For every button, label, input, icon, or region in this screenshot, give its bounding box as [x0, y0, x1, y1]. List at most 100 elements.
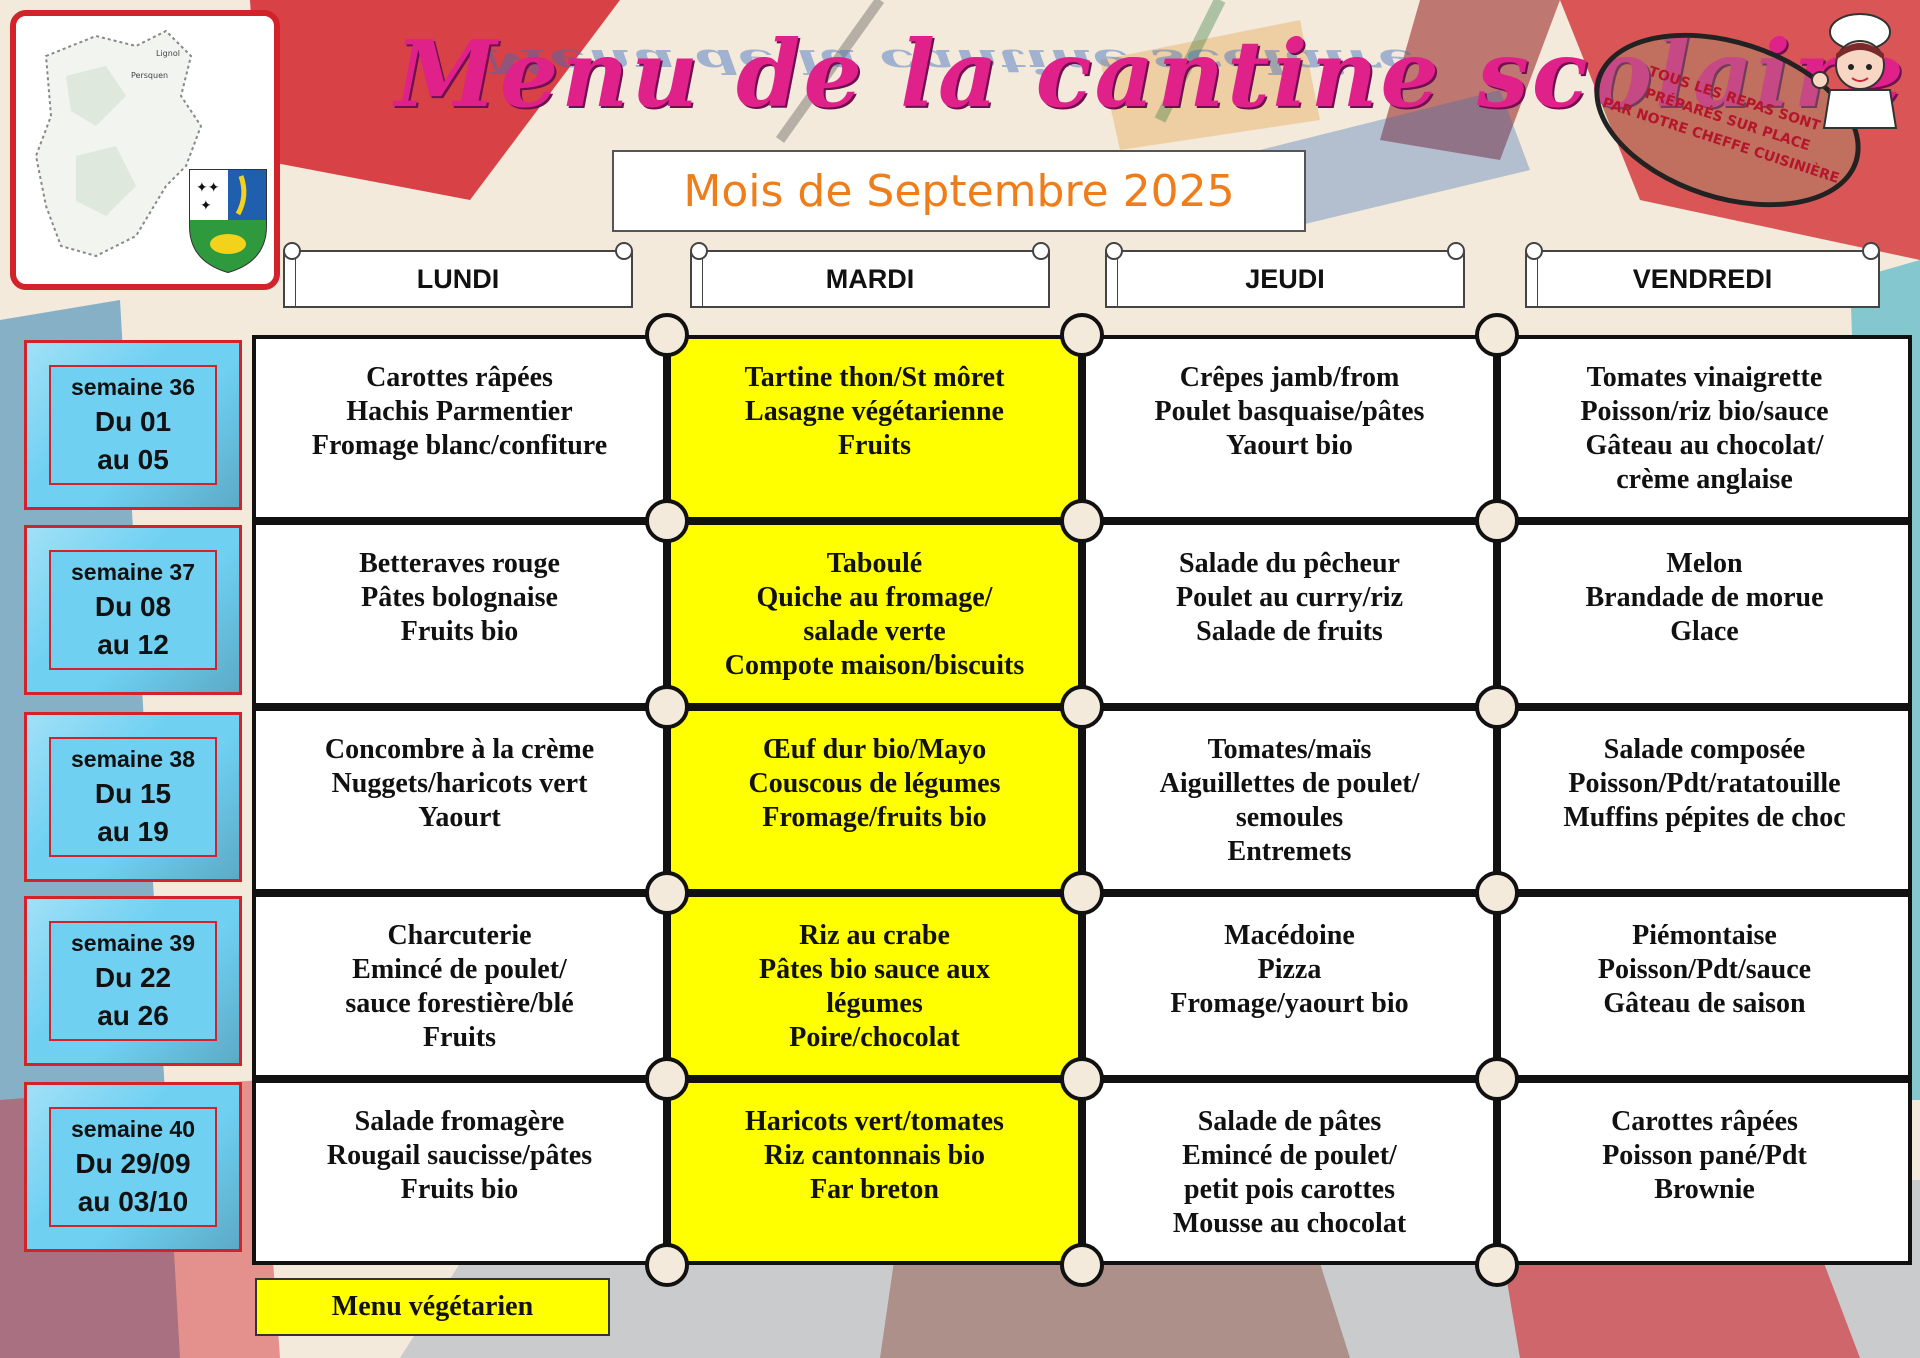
- vegetarian-legend: Menu végétarien: [255, 1278, 610, 1336]
- week-end: au 03/10: [77, 1186, 189, 1217]
- dish-line: Brandade de morue: [1585, 582, 1824, 613]
- dish-line: Poisson pané/Pdt: [1602, 1140, 1807, 1171]
- ticket-notch: [1475, 871, 1519, 915]
- dish-line: Fruits bio: [400, 616, 519, 647]
- dish-line: Crêpes jamb/from: [1179, 362, 1400, 393]
- ticket-notch: [645, 1243, 689, 1287]
- day-header-vendredi: VENDREDI: [1525, 242, 1880, 308]
- dish-line: crème anglaise: [1616, 464, 1793, 495]
- dish-line: Carottes râpées: [366, 362, 553, 393]
- dish-line: Charcuterie: [387, 920, 532, 951]
- dish-line: Hachis Parmentier: [346, 396, 573, 427]
- day-header-label: JEUDI: [1245, 263, 1325, 294]
- dish-line: Œuf dur bio/Mayo: [762, 734, 987, 765]
- dish-line: Couscous de légumes: [748, 768, 1001, 799]
- page-title: Menu de la cantine scolaire: [395, 20, 1907, 128]
- week-label-37: semaine 37 Du 08 au 12: [24, 525, 242, 695]
- dish-line: Pâtes bolognaise: [361, 582, 558, 613]
- dish-line: Haricots vert/tomates: [745, 1106, 1004, 1137]
- dish-line: Betteraves rouge: [359, 548, 560, 579]
- ticket-notch: [1060, 871, 1104, 915]
- dish-line: Yaourt bio: [1226, 430, 1353, 461]
- dish-line: Compote maison/biscuits: [724, 650, 1025, 681]
- dish-line: Fromage blanc/confiture: [311, 430, 608, 461]
- dish-line: Poisson/Pdt/ratatouille: [1568, 768, 1841, 799]
- week-end: au 19: [97, 816, 169, 847]
- ticket-notch: [1060, 1243, 1104, 1287]
- dish-line: Poisson/Pdt/sauce: [1597, 954, 1812, 985]
- ticket-notch: [1060, 313, 1104, 357]
- ticket-notch: [1060, 1057, 1104, 1101]
- week-end: au 05: [97, 444, 169, 475]
- ticket-notch: [1475, 685, 1519, 729]
- dish-line: Aiguillettes de poulet/: [1159, 768, 1420, 799]
- chef-icon: [1811, 13, 1898, 129]
- dish-line: petit pois carottes: [1184, 1174, 1395, 1205]
- dish-line: Concombre à la crème: [324, 734, 595, 765]
- day-header-lundi: LUNDI: [283, 242, 633, 308]
- dish-line: Lasagne végétarienne: [745, 396, 1004, 427]
- dish-line: semoules: [1235, 802, 1344, 833]
- dish-line: Salade fromagère: [354, 1106, 565, 1137]
- svg-text:✦: ✦: [200, 197, 212, 213]
- dish-line: Emincé de poulet/: [352, 954, 567, 985]
- dish-line: Poisson/riz bio/sauce: [1580, 396, 1829, 427]
- dish-line: Rougail saucisse/pâtes: [326, 1140, 593, 1171]
- week-end: au 12: [97, 629, 169, 660]
- dish-line: Taboulé: [826, 548, 923, 579]
- week-number: semaine 40: [70, 1116, 196, 1142]
- week-start: Du 15: [94, 778, 172, 809]
- ticket-notch: [1475, 1057, 1519, 1101]
- dish-line: Glace: [1670, 616, 1739, 647]
- week-number: semaine 37: [70, 559, 196, 585]
- commune-map-logo: Persquen Lignol ✦✦ ✦: [10, 10, 280, 290]
- dish-line: Melon: [1666, 548, 1743, 579]
- week-label-36: semaine 36 Du 01 au 05: [24, 340, 242, 510]
- month-banner: Mois de Septembre 2025: [612, 150, 1306, 232]
- coat-of-arms-icon: ✦✦ ✦: [189, 169, 267, 274]
- dish-line: Muffins pépites de choc: [1563, 802, 1846, 833]
- dish-line: Tomates/maïs: [1207, 734, 1372, 765]
- dish-line: Fruits: [837, 430, 912, 461]
- dish-line: Gâteau de saison: [1603, 988, 1806, 1019]
- week-label-40: semaine 40 Du 29/09 au 03/10: [24, 1082, 242, 1252]
- week-start: Du 08: [94, 591, 172, 622]
- week-start: Du 29/09: [75, 1148, 191, 1179]
- dish-line: Carottes râpées: [1611, 1106, 1798, 1137]
- dish-line: Fruits bio: [400, 1174, 519, 1205]
- dish-line: Salade de fruits: [1196, 616, 1383, 647]
- dish-line: Tartine thon/St môret: [744, 362, 1005, 393]
- ticket-notch: [645, 499, 689, 543]
- dish-line: Macédoine: [1224, 920, 1355, 951]
- dish-line: Fromage/yaourt bio: [1170, 988, 1409, 1019]
- map-icon: Persquen Lignol: [34, 29, 203, 258]
- dish-line: Tomates vinaigrette: [1586, 362, 1823, 393]
- week-label-38: semaine 38 Du 15 au 19: [24, 712, 242, 882]
- dish-line: Riz au crabe: [799, 920, 950, 951]
- week-label-39: semaine 39 Du 22 au 26: [24, 896, 242, 1066]
- week-start: Du 01: [94, 406, 172, 437]
- ticket-notch: [645, 871, 689, 915]
- dish-line: Entremets: [1227, 836, 1352, 867]
- map-label-lignol: Lignol: [156, 49, 180, 58]
- dish-line: Poulet au curry/riz: [1175, 582, 1404, 613]
- ticket-notch: [1475, 499, 1519, 543]
- dish-line: Fruits: [422, 1022, 497, 1053]
- day-header-mardi: MARDI: [690, 242, 1050, 308]
- dish-line: Quiche au fromage/: [756, 582, 993, 613]
- day-header-jeudi: JEUDI: [1105, 242, 1465, 308]
